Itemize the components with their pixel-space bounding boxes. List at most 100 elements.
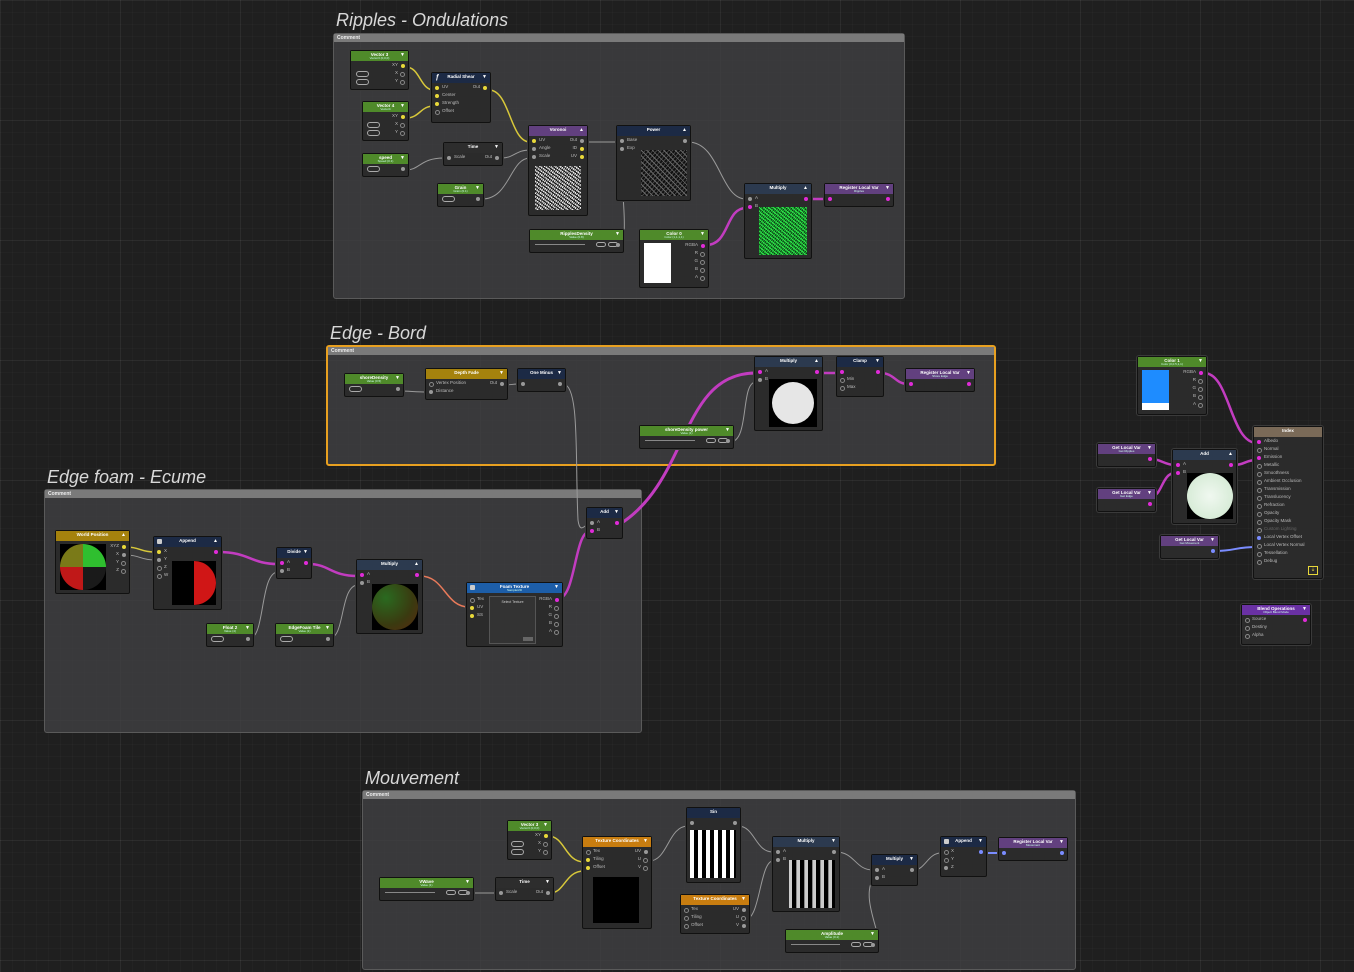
port-pin[interactable] xyxy=(1257,543,1262,549)
node-header[interactable]: Texture Coordinates▼ xyxy=(583,837,651,847)
port-pin[interactable] xyxy=(1257,527,1262,533)
divide-node[interactable]: Divide▼ A B xyxy=(276,547,312,579)
multiply-foam-node[interactable]: Multiply▲ A B xyxy=(356,559,423,634)
output-port[interactable]: Custom Lighting xyxy=(1254,525,1322,533)
node-header[interactable]: Multiply▲ xyxy=(755,357,822,367)
output-port[interactable]: Ambient Occlusion xyxy=(1254,477,1322,485)
node-header[interactable]: Add▲ xyxy=(1173,450,1236,460)
node-header[interactable]: Time▼ xyxy=(496,878,553,888)
output-port[interactable]: Metallic xyxy=(1254,461,1322,469)
output-port[interactable]: Refraction xyxy=(1254,501,1322,509)
port-pin[interactable] xyxy=(1257,471,1262,477)
power-node[interactable]: Power▲ Base Exp xyxy=(616,125,691,201)
node-header[interactable]: Add▼ xyxy=(587,508,622,518)
append-move-node[interactable]: Append▼ X Y Z xyxy=(940,836,987,877)
world-position-node[interactable]: World Position▲ XYZ X Y Z xyxy=(55,530,130,594)
output-port[interactable]: Transmission xyxy=(1254,485,1322,493)
node-header[interactable]: Divide▼ xyxy=(277,548,311,558)
port-pin[interactable] xyxy=(1257,439,1261,444)
color-swatch[interactable] xyxy=(1142,370,1169,410)
node-header[interactable]: Multiply▲ xyxy=(357,560,422,570)
one-minus-node[interactable]: One Minus▼ xyxy=(517,368,566,392)
node-header[interactable]: Voronoi▲ xyxy=(529,126,587,136)
add-output-node[interactable]: Add▲ A B xyxy=(1172,449,1237,524)
port-pin[interactable] xyxy=(1257,479,1262,485)
output-port[interactable]: Local Vertex Normal xyxy=(1254,541,1322,549)
output-port[interactable]: Emission xyxy=(1254,453,1322,461)
comment-bar[interactable]: Comment xyxy=(45,490,641,498)
color-swatch[interactable] xyxy=(644,243,671,283)
output-port[interactable]: Local Vertex Offset xyxy=(1254,533,1322,541)
node-header[interactable]: Depth Fade▼ xyxy=(426,369,507,379)
port-pin[interactable] xyxy=(1257,503,1262,509)
node-header[interactable]: Sin xyxy=(687,808,740,818)
port-pin[interactable] xyxy=(1257,447,1262,453)
node-header[interactable]: Index xyxy=(1254,427,1322,437)
node-header[interactable]: Texture Coordinates▼ xyxy=(681,895,749,905)
output-port[interactable]: Opacity Mask xyxy=(1254,517,1322,525)
node-header[interactable]: Append▲ xyxy=(154,537,221,547)
node-header[interactable]: Multiply▼ xyxy=(872,855,917,865)
clamp-node[interactable]: Clamp▼ Min Max xyxy=(836,356,884,397)
multiply-move-node[interactable]: Multiply▼ A B xyxy=(772,836,840,912)
node-header[interactable]: Append▼ xyxy=(941,837,986,847)
port-pin[interactable] xyxy=(1257,551,1262,557)
node-header[interactable]: One Minus▼ xyxy=(518,369,565,379)
port-pin[interactable] xyxy=(1257,487,1262,493)
output-port[interactable]: Smoothness xyxy=(1254,469,1322,477)
comment-bar[interactable]: Comment xyxy=(334,34,904,42)
texture-slot[interactable]: Select Texture xyxy=(489,596,536,644)
node-header[interactable]: Multiply▲ xyxy=(745,184,811,194)
multiply-edge-node[interactable]: Multiply▲ A B xyxy=(754,356,823,431)
output-port[interactable]: Debug xyxy=(1254,557,1322,565)
node-header[interactable]: Multiply▼ xyxy=(773,837,839,847)
port-pin[interactable] xyxy=(1257,495,1262,501)
